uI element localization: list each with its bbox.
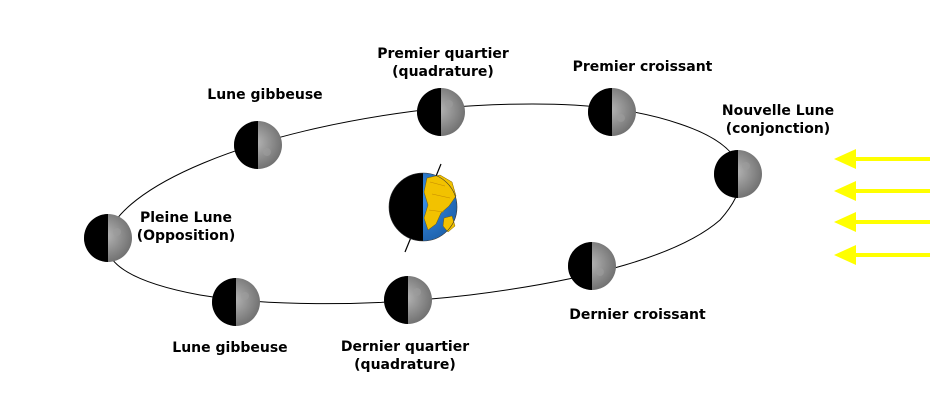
label-pleine-lune: Pleine Lune (Opposition) [130,209,242,245]
label-premier-croissant-text: Premier croissant [572,59,713,75]
label-dernier-croissant: Dernier croissant [560,306,715,324]
label-dernier-quartier-line1: Dernier quartier [340,339,470,355]
label-premier-croissant: Premier croissant [565,58,720,76]
label-dernier-croissant-text: Dernier croissant [569,307,706,323]
moon-icon [714,150,762,198]
arrow-left-icon [834,181,930,201]
arrow-left-icon [834,149,930,169]
label-nouvelle-lune: Nouvelle Lune (conjonction) [713,102,843,138]
arrow-left-icon [834,212,930,232]
arrow-left-icon [834,245,930,265]
label-pleine-lune-line1: Pleine Lune [139,210,233,226]
moon-icon [212,278,260,326]
label-dernier-quartier-line2: (quadrature) [354,357,456,373]
moon-icon [84,214,132,262]
earth-icon [388,172,458,242]
label-lune-gibbeuse-top: Lune gibbeuse [195,86,335,104]
label-premier-quartier-line1: Premier quartier [377,46,509,62]
label-premier-quartier-line2: (quadrature) [392,64,494,80]
label-pleine-lune-line2: (Opposition) [136,228,236,244]
label-lune-gibbeuse-top-text: Lune gibbeuse [207,87,323,103]
label-lune-gibbeuse-bottom: Lune gibbeuse [160,339,300,357]
label-lune-gibbeuse-bottom-text: Lune gibbeuse [172,340,288,356]
moon-icon [234,121,282,169]
label-premier-quartier: Premier quartier (quadrature) [368,45,518,81]
moon-icon [588,88,636,136]
moon-icon [417,88,465,136]
moon-icon [568,242,616,290]
moon-icon [384,276,432,324]
label-nouvelle-lune-line1: Nouvelle Lune [721,103,835,119]
label-nouvelle-lune-line2: (conjonction) [725,121,831,137]
label-dernier-quartier: Dernier quartier (quadrature) [330,338,480,374]
